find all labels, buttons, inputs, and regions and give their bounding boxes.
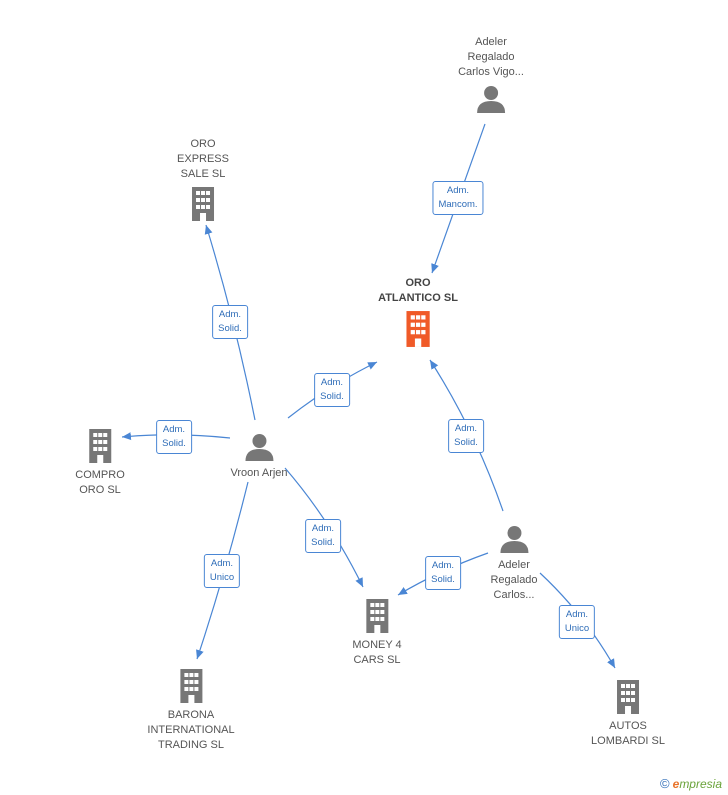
node-label: AUTOS LOMBARDI SL (591, 720, 665, 747)
node-barona-international[interactable]: BARONA INTERNATIONAL TRADING SL (147, 668, 235, 753)
node-autos-lombardi[interactable]: AUTOS LOMBARDI SL (591, 679, 665, 749)
edge-label-adeler-mid-autos[interactable]: Adm. Unico (558, 605, 596, 639)
node-label: Adeler Regalado Carlos... (490, 559, 538, 601)
node-label: COMPRO ORO SL (75, 469, 125, 496)
node-label: Adeler Regalado Carlos Vigo... (458, 36, 524, 78)
node-adeler-regalado-mid[interactable]: Adeler Regalado Carlos... (490, 524, 538, 603)
brand-name: mpresia (679, 777, 722, 791)
node-label: MONEY 4 CARS SL (352, 639, 402, 666)
edge-label-vroon-oro-express[interactable]: Adm. Solid. (212, 305, 248, 339)
node-compro-oro[interactable]: COMPRO ORO SL (75, 428, 125, 498)
node-label: ORO EXPRESS SALE SL (177, 138, 229, 180)
building-icon (75, 428, 125, 464)
building-icon (147, 668, 234, 704)
building-icon (378, 310, 458, 348)
edge-label-adeler-mid-oro-atlantico[interactable]: Adm. Solid. (448, 419, 484, 453)
person-icon (230, 432, 287, 462)
node-label: ORO ATLANTICO SL (378, 277, 458, 304)
node-oro-atlantico-main[interactable]: ORO ATLANTICO SL (378, 276, 458, 348)
node-oro-express-sale[interactable]: ORO EXPRESS SALE SL (177, 137, 229, 222)
copyright-icon: © (660, 776, 670, 791)
person-icon (458, 84, 524, 114)
node-vroon-arjen[interactable]: Vroon Arjen (230, 432, 288, 481)
node-label: Vroon Arjen (230, 467, 288, 479)
building-icon (591, 679, 665, 715)
node-label: BARONA INTERNATIONAL TRADING SL (147, 709, 235, 751)
edge-label-adeler-top-oro-atlantico[interactable]: Adm. Mancom. (432, 181, 484, 215)
brand-logo-e: e (672, 777, 680, 791)
building-icon (352, 598, 401, 634)
empresia-brand[interactable]: ©empresia (660, 776, 722, 791)
building-icon (177, 186, 229, 222)
edge-label-vroon-money4[interactable]: Adm. Solid. (305, 519, 341, 553)
person-icon (490, 524, 537, 554)
edge-label-vroon-barona[interactable]: Adm. Unico (203, 554, 241, 588)
node-adeler-regalado-top[interactable]: Adeler Regalado Carlos Vigo... (458, 35, 524, 114)
edge-label-adeler-mid-money4[interactable]: Adm. Solid. (425, 556, 461, 590)
edge-label-vroon-compro[interactable]: Adm. Solid. (156, 420, 192, 454)
node-money-4-cars[interactable]: MONEY 4 CARS SL (352, 598, 402, 668)
edge-label-vroon-oro-atlantico[interactable]: Adm. Solid. (314, 373, 350, 407)
